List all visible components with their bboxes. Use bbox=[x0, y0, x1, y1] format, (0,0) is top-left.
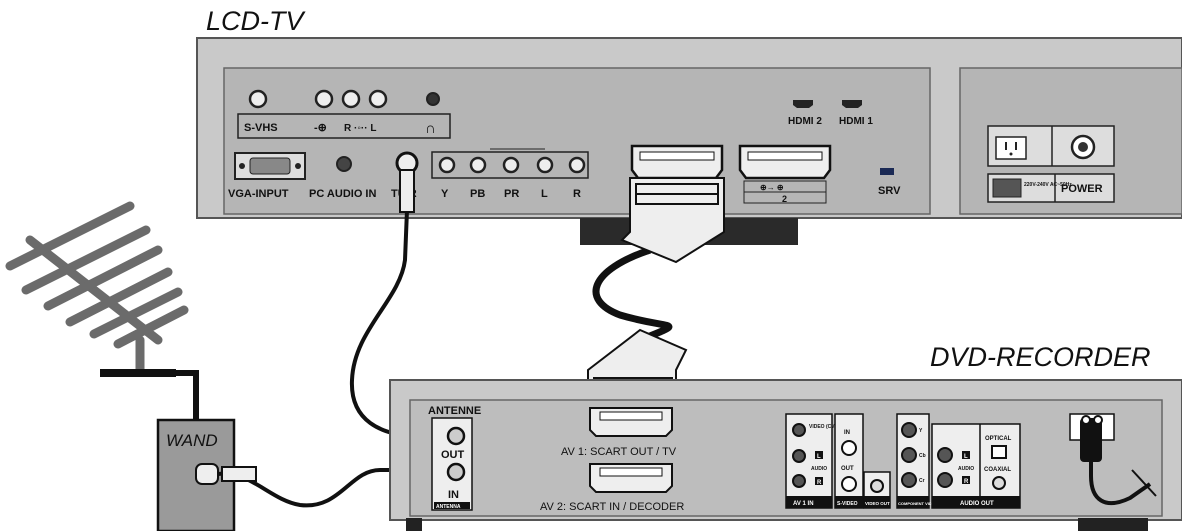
optical-port[interactable] bbox=[991, 445, 1007, 459]
recorder-antenna-group[interactable]: ANTENNE OUT IN ANTENNA bbox=[428, 405, 481, 511]
audio-l-jack[interactable] bbox=[368, 89, 388, 109]
component-input-group[interactable]: Y PB PR L R bbox=[431, 148, 589, 200]
comp-pr-label: PR bbox=[504, 188, 519, 200]
scart-cable bbox=[592, 246, 673, 344]
svhs-input-group[interactable]: S-VHS -⊕ R ·◦·· L ∩ bbox=[237, 89, 451, 139]
audio-in-label: R ·◦·· L bbox=[344, 123, 376, 134]
scart-plug-top bbox=[620, 177, 725, 264]
antenna-out-jack[interactable] bbox=[446, 426, 466, 446]
power-panel[interactable]: 220V-240V AC~50Hz POWER bbox=[987, 125, 1115, 203]
vga-group[interactable]: VGA-INPUT PC AUDIO IN bbox=[228, 152, 376, 200]
ant-in-label: IN bbox=[448, 489, 459, 501]
out-audio-label: AUDIO bbox=[958, 466, 974, 472]
recorder-scart-av2[interactable]: AV 2: SCART IN / DECODER bbox=[540, 463, 684, 513]
coaxial-label: COAXIAL bbox=[984, 467, 1011, 473]
out-cb-label: Cb bbox=[919, 453, 926, 459]
audio-out-group[interactable]: L AUDIO R OPTICAL COAXIAL AUDIO OUT bbox=[931, 423, 1021, 509]
av2-label: AV 2: SCART IN / DECODER bbox=[540, 501, 684, 513]
power-socket-icon bbox=[995, 136, 1027, 160]
comp-pr-jack[interactable] bbox=[502, 156, 520, 174]
av1-l-label: L bbox=[817, 454, 821, 460]
av1-audio-label: AUDIO bbox=[811, 466, 827, 472]
comp-y-jack[interactable] bbox=[438, 156, 456, 174]
video-out-label: VIDEO OUT bbox=[865, 501, 890, 506]
av1-r-label: R bbox=[817, 480, 822, 486]
out-l-label: L bbox=[964, 454, 968, 460]
wall-label: WAND bbox=[166, 431, 218, 450]
audio-r-jack[interactable] bbox=[341, 89, 361, 109]
hdmi2-port[interactable] bbox=[793, 100, 813, 108]
hdmi1-port[interactable] bbox=[842, 100, 862, 108]
component-out-group[interactable]: Y Cb Cr COMPONENT VIDEO OUT bbox=[896, 413, 948, 509]
pc-audio-jack[interactable] bbox=[336, 156, 352, 172]
comp-l-label: L bbox=[541, 188, 548, 200]
antenna-cable bbox=[137, 370, 199, 422]
vga-port[interactable] bbox=[249, 157, 291, 175]
vga-label: VGA-INPUT bbox=[228, 188, 289, 200]
coaxial-port[interactable] bbox=[992, 476, 1006, 490]
antenna-icon bbox=[5, 201, 189, 377]
hdmi1-label: HDMI 1 bbox=[839, 116, 873, 127]
comp-r-label: R bbox=[573, 188, 581, 200]
pc-audio-label: PC AUDIO IN bbox=[309, 188, 376, 200]
optical-label: OPTICAL bbox=[985, 436, 1012, 442]
recorder-scart-av1[interactable]: AV 1: SCART OUT / TV bbox=[561, 407, 677, 458]
video-jack[interactable] bbox=[314, 89, 334, 109]
out-y-label: Y bbox=[919, 428, 923, 434]
sv-out-label: OUT bbox=[841, 466, 854, 472]
antenna-out-cable bbox=[349, 209, 421, 438]
comp-r-jack[interactable] bbox=[568, 156, 586, 174]
tv-scart-1[interactable] bbox=[630, 144, 724, 180]
svideo-label: S-VIDEO bbox=[837, 501, 858, 507]
input-icon: -⊕ bbox=[314, 122, 327, 134]
component-label: COMPONENT VIDEO OUT bbox=[898, 501, 948, 506]
av1-in-group[interactable]: VIDEO (CVBS) L AUDIO R AV 1 IN bbox=[785, 413, 844, 509]
srv-port[interactable] bbox=[880, 168, 894, 175]
scart2-io-icons: ⊕→ ⊕ bbox=[760, 183, 784, 192]
comp-y-label: Y bbox=[441, 188, 449, 200]
antenna-in-jack[interactable] bbox=[446, 462, 466, 482]
av1-label: AV 1: SCART OUT / TV bbox=[561, 446, 677, 458]
antenna-label: ANTENNA bbox=[436, 504, 461, 510]
hdmi-group[interactable]: HDMI 2 HDMI 1 bbox=[788, 100, 873, 127]
av1in-label: AV 1 IN bbox=[793, 501, 814, 507]
recorder-title: DVD-RECORDER bbox=[930, 342, 1151, 372]
comp-pb-label: PB bbox=[470, 188, 485, 200]
hdmi2-label: HDMI 2 bbox=[788, 116, 822, 127]
headphone-jack[interactable] bbox=[426, 92, 440, 106]
comp-pb-jack[interactable] bbox=[469, 156, 487, 174]
svideo-group[interactable]: IN OUT S-VIDEO VIDEO OUT bbox=[834, 413, 891, 509]
tv-scart-2[interactable]: ⊕→ ⊕ 2 bbox=[738, 144, 832, 204]
srv-label: SRV bbox=[878, 185, 901, 197]
tv-title: LCD-TV bbox=[206, 6, 306, 36]
out-r-label: R bbox=[964, 479, 969, 485]
svhs-label: S-VHS bbox=[244, 122, 278, 134]
video-cvbs-label: VIDEO (CVBS) bbox=[809, 424, 844, 430]
power-label: POWER bbox=[1061, 183, 1103, 195]
headphone-icon: ∩ bbox=[425, 120, 436, 137]
scart2-label: 2 bbox=[782, 194, 787, 204]
antenne-label: ANTENNE bbox=[428, 405, 481, 417]
recorder-power-cord bbox=[1069, 413, 1157, 505]
ant-out-label: OUT bbox=[441, 449, 465, 461]
voltage-label: 220V-240V AC~50Hz bbox=[1024, 182, 1072, 188]
svhs-jack[interactable] bbox=[248, 89, 268, 109]
comp-l-jack[interactable] bbox=[536, 156, 554, 174]
out-cr-label: Cr bbox=[919, 478, 925, 484]
audio-out-label: AUDIO OUT bbox=[960, 501, 994, 507]
sv-in-label: IN bbox=[844, 430, 850, 436]
